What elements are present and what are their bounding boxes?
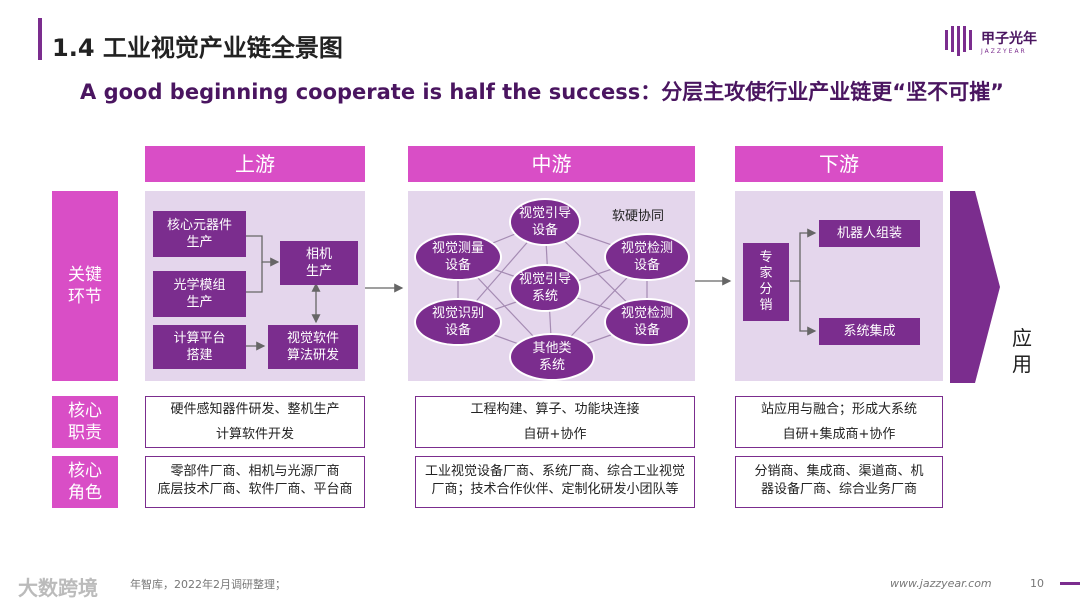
duty-upstream-line1: 硬件感知器件研发、整机生产 — [170, 402, 340, 417]
hw-sw-label: 软硬协同 — [612, 209, 665, 224]
role-upstream-box: 零部件厂商、相机与光源厂商 底层技术厂商、软件厂商、平台商 — [145, 456, 365, 508]
title-accent-bar — [38, 18, 42, 60]
system-integration-box: 系统集成 — [819, 318, 920, 345]
role-downstream-box: 分销商、集成商、渠道商、机 器设备厂商、综合业务厂商 — [735, 456, 943, 508]
duty-midstream-line2: 自研+协作 — [523, 427, 587, 442]
duty-downstream-line2: 自研+集成商+协作 — [782, 427, 896, 442]
column-header-downstream: 下游 — [735, 146, 943, 182]
row-header-key-links: 关键 环节 — [52, 191, 118, 381]
recognize-device-node: 视觉识别 设备 — [416, 300, 500, 344]
application-label: 应 用 — [1012, 326, 1032, 376]
other-system-node: 其他类 系统 — [511, 335, 593, 379]
footer-url[interactable]: www.jazzyear.com — [890, 577, 992, 590]
inspect-device-node-1: 视觉检测 设备 — [606, 235, 688, 279]
application-arrow — [950, 191, 1000, 383]
page-number: 10 — [1030, 577, 1044, 590]
role-midstream-box: 工业视觉设备厂商、系统厂商、综合工业视觉 厂商；技术合作伙伴、定制化研发小团队等 — [415, 456, 695, 508]
page-title: 1.4 工业视觉产业链全景图 — [52, 34, 343, 62]
compute-platform-box: 计算平台 搭建 — [153, 325, 246, 369]
duty-upstream-line2: 计算软件开发 — [215, 427, 294, 442]
logo-text: 甲子光年 — [981, 31, 1037, 47]
page-subtitle: A good beginning cooperate is half the s… — [80, 80, 1004, 104]
guide-device-node: 视觉引导 设备 — [511, 200, 579, 244]
duty-downstream-line1: 站应用与融合；形成大系统 — [760, 402, 917, 417]
duty-midstream-box: 工程构建、算子、功能块连接 自研+协作 — [415, 396, 695, 448]
column-header-midstream: 中游 — [408, 146, 695, 182]
source-note: 年智库，2022年2月调研整理； — [130, 578, 286, 591]
core-components-box: 核心元器件 生产 — [153, 211, 246, 257]
brand-logo: 甲子光年 JAZZYEAR — [945, 26, 1055, 60]
expert-distribution-box: 专 家 分 销 — [743, 243, 789, 321]
measure-device-node: 视觉测量 设备 — [416, 235, 500, 279]
optics-module-box: 光学模组 生产 — [153, 271, 246, 317]
vision-software-box: 视觉软件 算法研发 — [268, 325, 358, 369]
duty-upstream-box: 硬件感知器件研发、整机生产 计算软件开发 — [145, 396, 365, 448]
row-header-core-role: 核心 角色 — [52, 456, 118, 508]
footer-accent-bar — [1060, 582, 1080, 585]
inspect-device-node-2: 视觉检测 设备 — [606, 300, 688, 344]
column-header-upstream: 上游 — [145, 146, 365, 182]
row-header-core-duty: 核心 职责 — [52, 396, 118, 448]
robot-assembly-box: 机器人组装 — [819, 220, 920, 247]
logo-subtext: JAZZYEAR — [981, 48, 1027, 55]
duty-midstream-line1: 工程构建、算子、功能块连接 — [470, 402, 640, 417]
watermark-text: 大数跨境 — [18, 576, 98, 600]
camera-box: 相机 生产 — [280, 241, 358, 285]
duty-downstream-box: 站应用与融合；形成大系统 自研+集成商+协作 — [735, 396, 943, 448]
guide-system-node: 视觉引导 系统 — [511, 266, 579, 310]
